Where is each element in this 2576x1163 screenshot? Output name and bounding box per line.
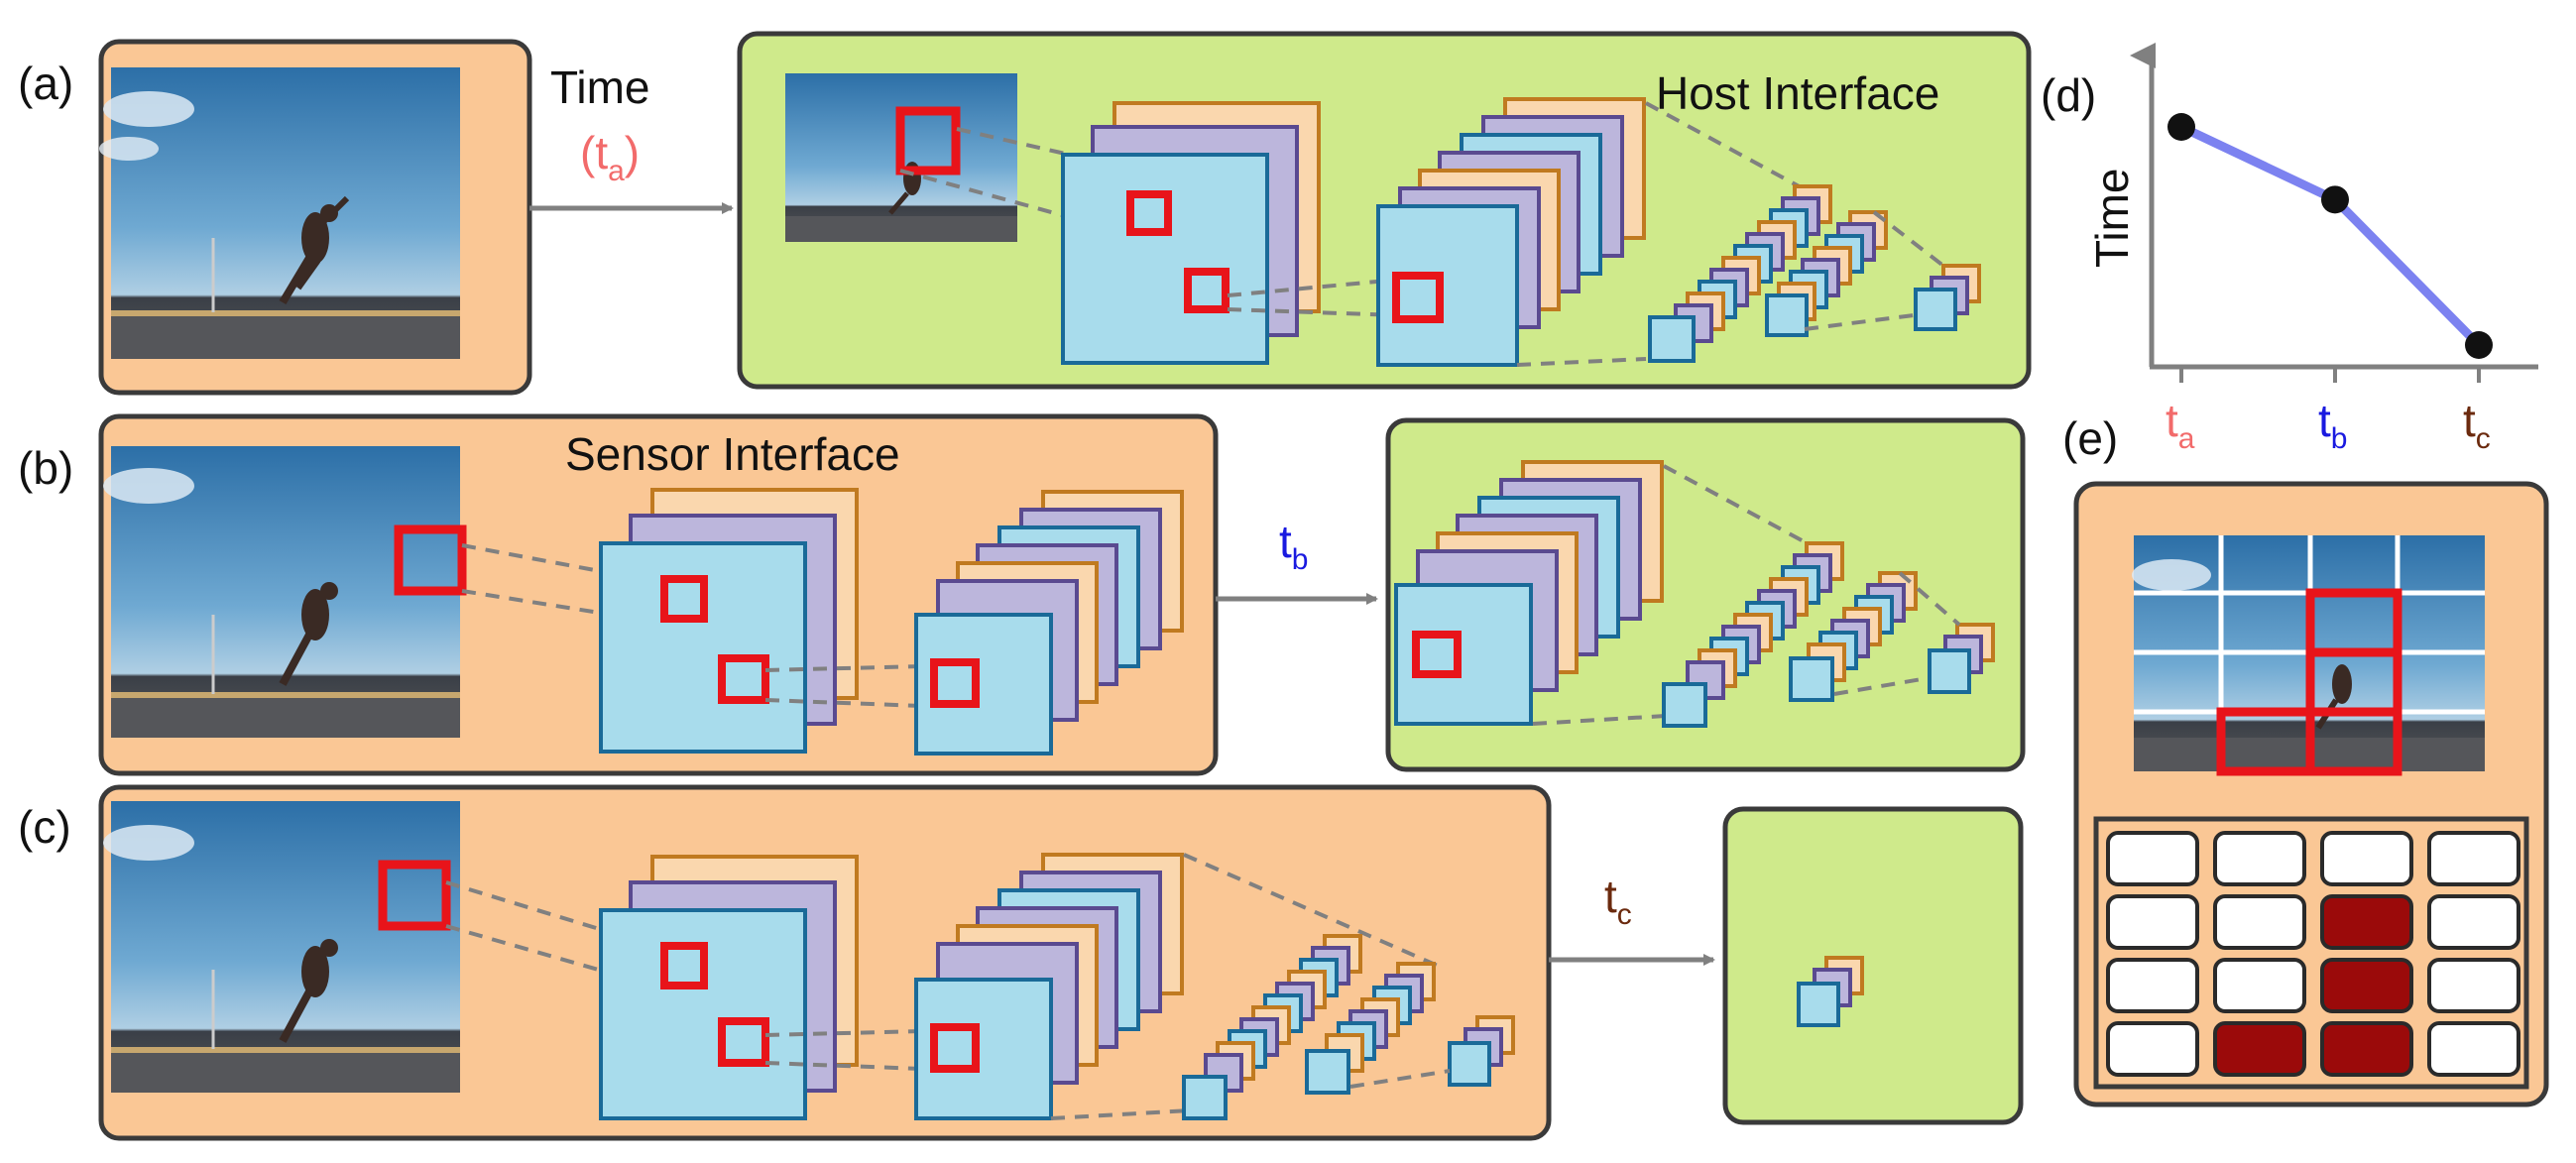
grid-cell-0-2: [2320, 831, 2413, 886]
arrow-label-time: Time: [550, 61, 650, 113]
conv-stack-a2: [1376, 97, 1646, 367]
sensor-interface-label: Sensor Interface: [565, 428, 900, 480]
y-axis-label: Time: [2086, 168, 2138, 268]
grid-cell-1-3: [2427, 894, 2520, 950]
small-stacks-c: [1182, 934, 1515, 1120]
grid-cell-0-3: [2427, 831, 2520, 886]
small-stacks-b: [1662, 541, 1995, 728]
time-point-1: [2321, 185, 2349, 214]
arrow-label-tc: tc: [1604, 871, 1632, 931]
grid-cell-3-3: [2427, 1021, 2520, 1077]
conv-stack-c2: [914, 853, 1184, 1120]
highlight-input-b: [394, 524, 467, 596]
grid-cell-3-1-active: [2213, 1021, 2306, 1077]
highlight-input-c: [378, 860, 451, 931]
panel-e: [2073, 481, 2549, 1107]
runner-image-a: [99, 67, 460, 359]
grid-cell-1-1: [2213, 894, 2306, 950]
runner-image-a-host: [785, 73, 1017, 242]
tiled-runner-image: [2132, 535, 2485, 776]
small-stacks-a: [1648, 184, 1981, 363]
conv-stack-b1: [599, 488, 859, 754]
panel-label-c: (c): [18, 801, 71, 853]
paren-open: (: [580, 127, 596, 178]
tc-var: t: [1604, 871, 1617, 922]
ta-var: t: [595, 127, 608, 178]
x-ticks: [2179, 367, 2481, 383]
panel-c: tc: [98, 784, 2024, 1141]
cell-grid: [2106, 831, 2520, 1077]
tick-tb-var: t: [2318, 395, 2331, 446]
grid-cell-0-0: [2106, 831, 2199, 886]
panel-label-a: (a): [18, 58, 73, 109]
grid-cell-3-0: [2106, 1021, 2199, 1077]
runner-image-c: [103, 801, 460, 1093]
tick-label-tb: tb: [2318, 395, 2347, 455]
conv-stack-c1: [599, 855, 859, 1120]
panel-label-b: (b): [18, 442, 73, 494]
time-series: [2167, 113, 2493, 359]
panel-b: Sensor Interface: [98, 413, 2026, 776]
panel-label-e: (e): [2062, 412, 2118, 464]
grid-cell-2-2-active: [2320, 958, 2413, 1013]
time-line: [2179, 122, 2483, 349]
conv-stack-a1: [1061, 101, 1321, 365]
tc-sub: c: [1617, 898, 1632, 931]
grid-cell-1-2-active: [2320, 894, 2413, 950]
grid-cell-2-1: [2213, 958, 2306, 1013]
conv-stack-b2: [914, 490, 1184, 756]
host-box-c: [1722, 806, 2024, 1125]
cell-grid-frame: [2093, 816, 2529, 1090]
tick-tc-var: t: [2463, 395, 2476, 446]
tick-tc-sub: c: [2476, 422, 2491, 455]
conv-stack-b-host: [1394, 460, 1664, 726]
highlight-input-a: [895, 106, 961, 175]
tile-highlight-4: [2305, 707, 2402, 776]
tick-ta-sub: a: [2178, 422, 2195, 455]
grid-cell-2-3: [2427, 958, 2520, 1013]
panel-a: Time (ta) Host Interface: [98, 31, 2032, 396]
paren-close: ): [625, 127, 640, 178]
small-stack-c-host: [1797, 956, 1864, 1027]
host-interface-label: Host Interface: [1656, 67, 1939, 119]
grid-cell-3-2-active: [2320, 1021, 2413, 1077]
panel-d-time-plot: Time ta tb tc: [2086, 43, 2538, 455]
tick-ta-var: t: [2166, 395, 2178, 446]
tb-sub: b: [1292, 543, 1309, 576]
arrow-label-ta: (ta): [580, 127, 640, 187]
tick-tb-sub: b: [2331, 422, 2348, 455]
grid-cell-1-0: [2106, 894, 2199, 950]
ta-sub: a: [608, 155, 625, 187]
panel-label-d: (d): [2041, 69, 2096, 121]
time-point-2: [2465, 331, 2493, 359]
grid-cell-0-1: [2213, 831, 2306, 886]
time-point-0: [2167, 113, 2195, 141]
grid-cell-2-0: [2106, 958, 2199, 1013]
tick-label-tc: tc: [2463, 395, 2491, 455]
arrow-label-tb: tb: [1279, 516, 1308, 576]
tick-label-ta: ta: [2166, 395, 2195, 455]
tb-var: t: [1279, 516, 1292, 567]
